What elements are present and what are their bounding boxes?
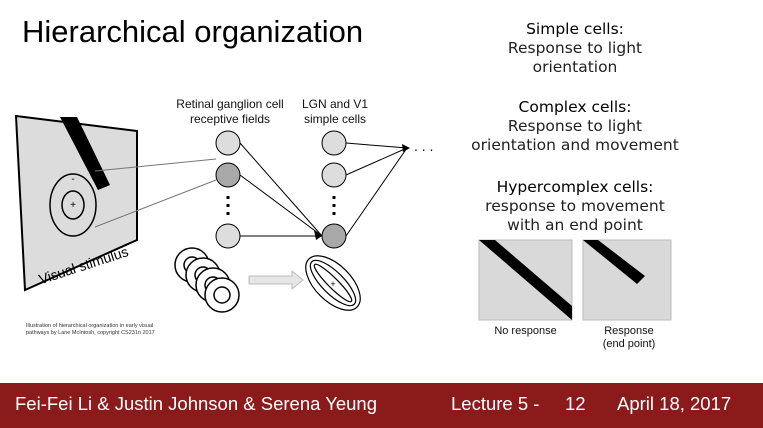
rgc-node-1: [215, 130, 241, 156]
hierarchy-diagram: + - Visual stimulus . . .: [14, 114, 672, 321]
slide-title: Hierarchical organization: [22, 14, 364, 49]
rgc-vertical-dots: [226, 196, 230, 215]
footer-authors: Fei-Fei Li & Justin Johnson & Serena Yeu…: [15, 393, 378, 414]
response-label-line-2: (end point): [602, 338, 656, 350]
rgc-to-lgn-connections: [239, 142, 323, 237]
ellipsis-dots: . . .: [414, 138, 433, 154]
response-label: Response (end point): [583, 325, 675, 351]
lgn-label: LGN and V1 simple cells: [290, 97, 380, 127]
complex-cells-line-2: orientation and movement: [471, 136, 679, 154]
complex-cells-heading: Complex cells:: [518, 98, 632, 116]
receptive-field-outer: [49, 173, 97, 237]
hypercomplex-cells-block: Hypercomplex cells: response to movement…: [470, 178, 680, 235]
next-arrowhead: [402, 144, 410, 152]
projection-line-bottom: [94, 179, 217, 228]
transform-arrow: [248, 269, 304, 291]
response-bar: [583, 240, 645, 284]
response-panel: [582, 239, 672, 321]
lgn-node-2: [321, 162, 347, 188]
caption-line-1: Illustration of hierarchical organizatio…: [26, 323, 154, 329]
stimulus-bar: [60, 117, 110, 190]
lgn-label-line-2: simple cells: [303, 112, 366, 126]
projection-line-top: [94, 158, 217, 172]
hypercomplex-cells-line-2: with an end point: [507, 216, 643, 234]
simple-cells-line-2: orientation: [532, 58, 618, 76]
stimulus-panel: [14, 114, 138, 292]
rf-minus-sign: -: [71, 174, 74, 185]
rgc-node-3: [215, 223, 241, 249]
receptive-field-inner: [61, 190, 85, 220]
hypercomplex-cells-heading: Hypercomplex cells:: [496, 178, 654, 196]
complex-cells-line-1: Response to light: [507, 117, 643, 135]
complex-cells-block: Complex cells: Response to light orienta…: [470, 98, 680, 155]
rgc-label: Retinal ganglion cell receptive fields: [160, 97, 300, 127]
overlapping-receptive-fields: [174, 247, 240, 313]
simple-cells-block: Simple cells: Response to light orientat…: [470, 20, 680, 77]
lgn-node-3: [321, 223, 347, 249]
response-label-line-1: Response: [604, 325, 654, 337]
rgc-label-line-2: receptive fields: [189, 112, 271, 126]
connection-arrowhead: [314, 230, 322, 240]
no-response-label: No response: [494, 325, 557, 337]
lgn-vertical-dots: [332, 196, 336, 215]
slide-footer: Fei-Fei Li & Justin Johnson & Serena Yeu…: [0, 383, 763, 428]
figure-caption: Illustration of hierarchical organizatio…: [26, 323, 196, 337]
simple-field-plus: +: [330, 279, 335, 289]
simple-cell-field: [305, 255, 361, 311]
rgc-label-line-1: Retinal ganglion cell: [176, 97, 284, 111]
rgc-node-2: [215, 162, 241, 188]
lgn-to-next-connections: [345, 142, 408, 237]
simple-cells-line-1: Response to light: [507, 39, 643, 57]
no-response-bar: [479, 240, 572, 320]
lgn-node-1: [321, 130, 347, 156]
rf-plus-sign: +: [70, 200, 76, 211]
caption-line-2: pathways by Lane McIntosh, copyright CS2…: [26, 330, 155, 336]
hypercomplex-cells-line-1: response to movement: [485, 197, 665, 215]
footer-lecture: Lecture 5 -: [451, 393, 540, 414]
footer-page-number: 12: [565, 393, 586, 414]
lgn-label-line-1: LGN and V1: [301, 97, 369, 111]
simple-cells-heading: Simple cells:: [526, 20, 624, 38]
footer-date: April 18, 2017: [617, 393, 732, 414]
